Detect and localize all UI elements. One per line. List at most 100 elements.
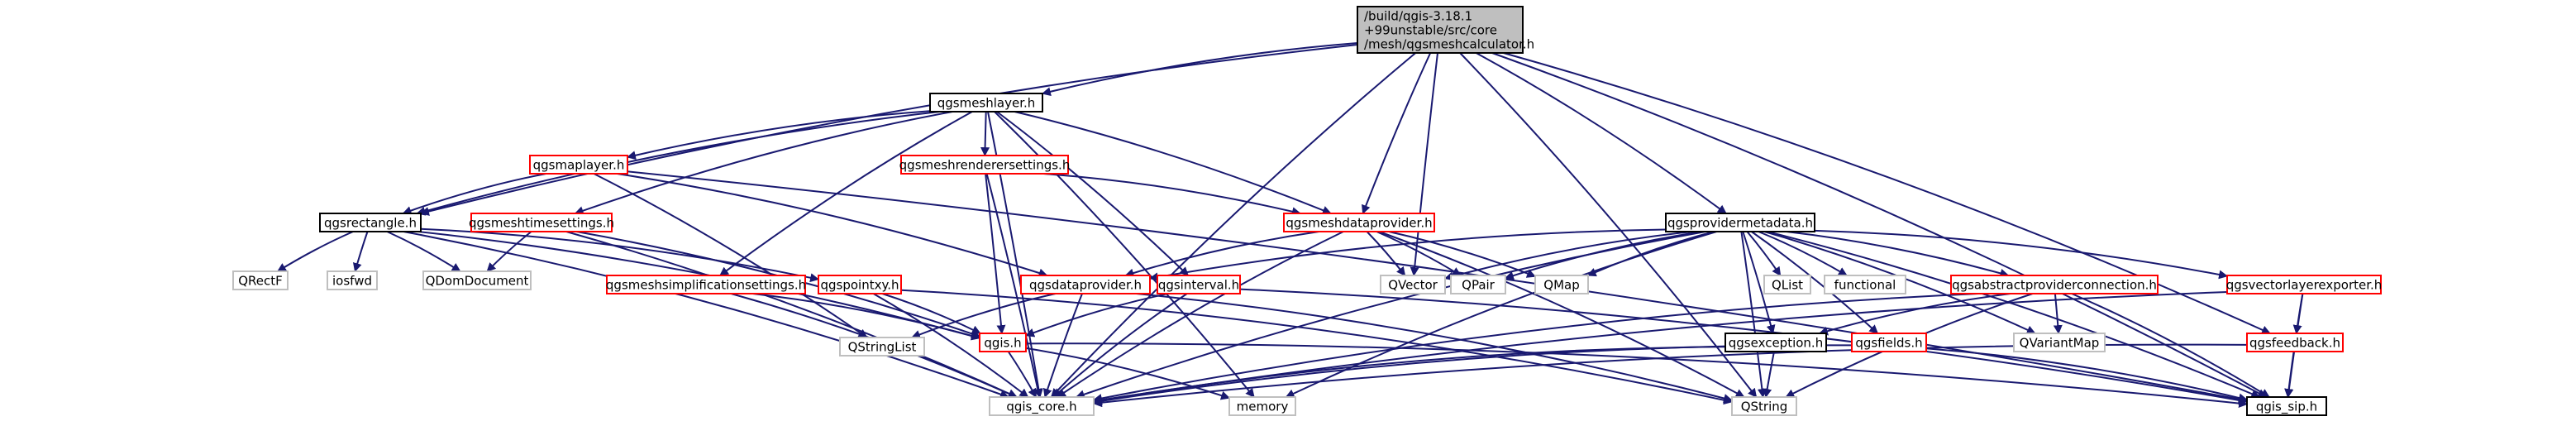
node-qgsmaplayer[interactable]: qgsmaplayer.h <box>529 155 628 175</box>
node-box <box>839 337 925 357</box>
node-qrectf[interactable]: QRectF <box>232 270 289 290</box>
edge-qgsmeshrenderersettings-to-qgis_core <box>985 173 1042 399</box>
node-label: qgis.h <box>984 336 1021 351</box>
node-qgsmeshlayer[interactable]: qgsmeshlayer.h <box>929 93 1043 112</box>
edge-qgsmeshrenderersettings-to-qgis <box>985 173 1006 335</box>
edge-qgsdataprovider-to-qstringlist <box>911 293 1057 339</box>
node-qgsfields[interactable]: qgsfields.h <box>1851 333 1927 352</box>
node-label: iosfwd <box>332 274 372 289</box>
node-qmap[interactable]: QMap <box>1534 275 1589 294</box>
node-qgis-core[interactable]: qgis_core.h <box>989 396 1095 416</box>
node-box <box>989 396 1095 416</box>
node-qvariantmap[interactable]: QVariantMap <box>2013 333 2106 352</box>
node-box <box>1824 275 1906 294</box>
node-box <box>1724 333 1827 352</box>
node-label: qgsmeshdataprovider.h <box>1286 216 1432 231</box>
edge-qgsabstractproviderconnection-to-qvariantmap <box>2053 293 2063 335</box>
node-box <box>2246 396 2327 416</box>
node-box <box>929 93 1043 112</box>
node-qgis-sip[interactable]: qgis_sip.h <box>2246 396 2327 416</box>
node-box <box>1020 275 1151 294</box>
node-qstring[interactable]: QString <box>1731 396 1797 416</box>
node-label: qgsfeedback.h <box>2249 336 2340 351</box>
edge-qgsprovidermetadata-to-qgsvectorlayerexporter <box>1814 229 2229 280</box>
edge-qgsprovidermetadata-to-qvector <box>1443 231 1693 281</box>
node-label: QStringList <box>848 340 917 355</box>
edge-qgsfeedback-to-qgis_sip <box>2284 351 2295 399</box>
node-label: /build/qgis-3.18.1 <box>1364 9 1472 24</box>
node-qgsdataprovider[interactable]: qgsdataprovider.h <box>1020 275 1151 294</box>
node-box <box>1357 6 1524 54</box>
edge-root-to-qgsmeshlayer <box>1041 42 1358 97</box>
edge-qgsmaplayer-to-qgsdataprovider <box>617 173 1048 278</box>
edge-qgsfields-to-qgis_sip <box>1925 347 2249 403</box>
node-label: QString <box>1741 400 1788 414</box>
node-label: QVector <box>1388 278 1438 293</box>
node-qgsinterval[interactable]: qgsinterval.h <box>1157 275 1241 294</box>
node-qdomdocument[interactable]: QDomDocument <box>422 270 532 290</box>
edge-qgsabstractproviderconnection-to-qgis_core <box>1092 293 1979 403</box>
node-box <box>1950 275 2159 294</box>
node-label: QRectF <box>238 274 283 289</box>
node-qgis[interactable]: qgis.h <box>979 333 1027 352</box>
edge-qgsrectangle-to-iosfwd <box>352 231 369 273</box>
node-label: qgsmaplayer.h <box>533 158 625 173</box>
node-qstringlist[interactable]: QStringList <box>839 337 925 357</box>
edge-qgsmaplayer-to-qgis_sip <box>627 170 2249 404</box>
edge-qgspointxy-to-qgis <box>881 293 981 334</box>
node-box <box>232 270 289 290</box>
edge-qgsmeshlayer-to-qgsrectangle <box>416 111 940 216</box>
node-qgsmeshsimplificationsettings[interactable]: qgsmeshsimplificationsettings.h <box>606 275 806 294</box>
node-iosfwd[interactable]: iosfwd <box>327 270 378 290</box>
node-box <box>327 270 378 290</box>
node-qvector[interactable]: QVector <box>1380 275 1446 294</box>
edge-qgsprovidermetadata-to-qgsfields <box>1751 231 1879 334</box>
edge-root-to-qstring <box>1459 52 1758 398</box>
node-qgsabstractproviderconnection[interactable]: qgsabstractproviderconnection.h <box>1950 275 2159 294</box>
node-label: qgspointxy.h <box>820 278 899 293</box>
nodes: /build/qgis-3.18.1+99unstable/src/core/m… <box>232 6 2383 416</box>
node-label: qgsrectangle.h <box>324 216 417 231</box>
node-box <box>1450 275 1506 294</box>
node-label: qgis_core.h <box>1006 400 1076 415</box>
edge-qgsprovidermetadata-to-qgsexception <box>1742 231 1776 335</box>
node-box <box>2246 333 2344 352</box>
node-qgsfeedback[interactable]: qgsfeedback.h <box>2246 333 2344 352</box>
node-qgsmeshtimesettings[interactable]: qgsmeshtimesettings.h <box>469 213 614 232</box>
node-qgsmeshrenderersettings[interactable]: qgsmeshrenderersettings.h <box>899 155 1071 175</box>
edge-qgis-to-qgis_sip <box>1025 342 2249 409</box>
node-memory[interactable]: memory <box>1228 396 1296 416</box>
node-qpair[interactable]: QPair <box>1450 275 1506 294</box>
edge-qgsprovidermetadata-to-qgis_core <box>1075 231 1706 399</box>
node-label: qgsabstractproviderconnection.h <box>1952 278 2157 293</box>
node-qgsrectangle[interactable]: qgsrectangle.h <box>319 213 422 232</box>
node-box <box>1763 275 1811 294</box>
node-label: qgsdataprovider.h <box>1029 278 1142 293</box>
edge-qgsrectangle-to-qdomdocument <box>386 231 461 272</box>
node-qgsvectorlayerexporter[interactable]: qgsvectorlayerexporter.h <box>2226 275 2383 294</box>
node-box <box>2226 275 2382 294</box>
node-qgsexception[interactable]: qgsexception.h <box>1724 333 1827 352</box>
edge-qgsmeshrenderersettings-to-qgsmeshdataprovider <box>1043 173 1301 217</box>
edge-qgsmaplayer-to-qgsrectangle <box>402 173 546 215</box>
node-qgsprovidermetadata[interactable]: qgsprovidermetadata.h <box>1665 213 1815 232</box>
edge-root-to-qgsrectangle <box>419 44 1358 216</box>
node-root[interactable]: /build/qgis-3.18.1+99unstable/src/core/m… <box>1357 6 1534 54</box>
node-label: /mesh/qgsmeshcalculator.h <box>1364 37 1534 52</box>
edge-qgspointxy-to-qstring <box>900 289 1734 405</box>
edge-qgsmeshdataprovider-to-qpair <box>1376 231 1462 276</box>
node-label: QVariantMap <box>2020 336 2100 351</box>
node-qgspointxy[interactable]: qgspointxy.h <box>818 275 902 294</box>
node-qgsmeshdataprovider[interactable]: qgsmeshdataprovider.h <box>1283 213 1435 232</box>
node-qlist[interactable]: QList <box>1763 275 1811 294</box>
edge-qgsmeshlayer-to-qgsmeshtimesettings <box>574 111 953 215</box>
edge-qgsfeedback-to-qgis_core <box>1092 343 2248 408</box>
edge-qgsmaplayer-to-qstringlist <box>593 173 868 338</box>
node-label: qgsmeshsimplificationsettings.h <box>606 278 806 293</box>
node-box <box>1534 275 1589 294</box>
node-functional[interactable]: functional <box>1824 275 1906 294</box>
edge-qgsabstractproviderconnection-to-qgis_sip <box>2071 293 2270 398</box>
node-box <box>1380 275 1446 294</box>
edge-qgsmeshlayer-to-qgsmeshsimplificationsettings <box>719 111 973 276</box>
